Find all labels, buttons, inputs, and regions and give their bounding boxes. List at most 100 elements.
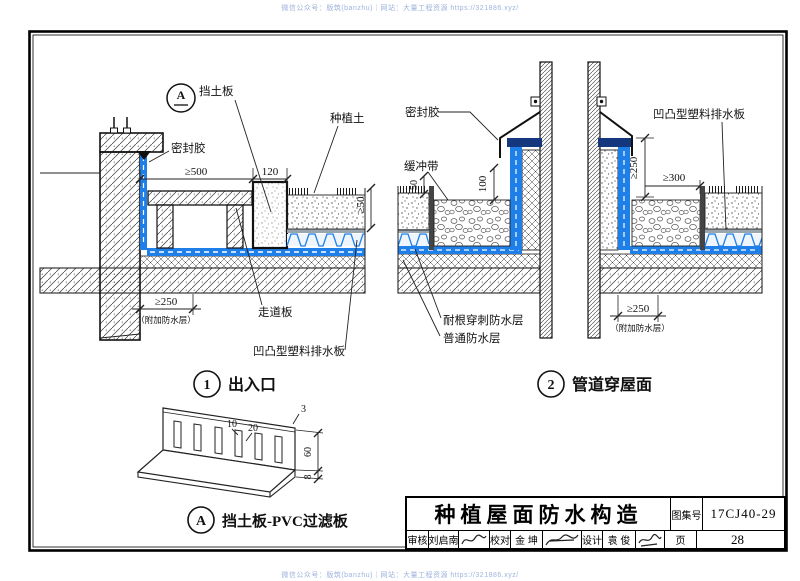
review-signature [458, 531, 489, 548]
parapet-wall [99, 151, 141, 341]
dim-300 [645, 180, 705, 194]
slots [173, 420, 283, 464]
dim-300-text: ≥300 [663, 172, 686, 184]
atlas-number-value: 17CJ40-29 [702, 498, 784, 530]
screed-right [599, 253, 763, 269]
atlas-number-label: 图集号 [670, 498, 702, 530]
dim-250-note: （附加防水层） [136, 315, 196, 325]
dim-250v [636, 133, 654, 202]
dim-250-bottom [132, 294, 201, 315]
dim-100 [489, 163, 499, 205]
signature-scribble [545, 533, 579, 545]
design-name: 袁 俊 [602, 531, 635, 548]
dim-50-text: ≥50 [355, 196, 367, 214]
soil-right [704, 192, 763, 230]
dim-500-120 [135, 168, 292, 186]
detail-1-entrance: A 挡土板 密封胶 种植土 走道板 凹凸型塑料排水板 ≥500 [39, 83, 376, 398]
detail-marker-a: A [166, 83, 196, 113]
roof-slab-right [599, 267, 763, 294]
dim-250-text: ≥250 [155, 296, 178, 308]
dim-250-bottom-2 [610, 295, 666, 322]
caption-detail-a: A 挡土板-PVC过滤板 [187, 506, 349, 534]
design-signature [635, 531, 664, 548]
review-name: 刘启南 [428, 531, 458, 548]
grass-tuft [736, 186, 758, 193]
drainage-board-left [397, 233, 430, 247]
dim-250v-text: ≥250 [628, 156, 640, 179]
dim-250-2-text: ≥250 [627, 303, 650, 315]
title-block-row1: 种植屋面防水构造 图集号 17CJ40-29 [407, 498, 784, 531]
screed-layer [139, 255, 366, 269]
roof-slab [39, 267, 366, 294]
detail-marker-letter: A [177, 88, 186, 102]
waterproof-membrane [147, 248, 365, 256]
design-label: 设计 [581, 531, 602, 548]
label-ordinary-layer: 普通防水层 [443, 331, 501, 345]
railing-posts [110, 117, 131, 134]
grass-tuft [707, 186, 727, 193]
caption-detail-1: 1 出入口 [193, 370, 276, 398]
label-walkway: 走道板 [258, 305, 293, 319]
gravel-buffer-left [433, 199, 511, 247]
dim-50 [366, 183, 376, 233]
detail-2-pipe: 密封胶 缓冲带 耐根穿刺防水层 普通防水层 凹凸型塑料排水板 50 100 [397, 61, 763, 398]
hood-clamps [530, 96, 607, 107]
grass-tuft [336, 188, 358, 195]
check-signature [542, 531, 581, 548]
page-number: 28 [696, 531, 778, 548]
grass-tuft [399, 186, 427, 193]
dim-120-text: 120 [262, 166, 279, 178]
detail-1-title: 出入口 [228, 375, 276, 394]
watermark-top: 微信公众号：版筑(banzhu)｜网站：大量工程资源 https://32188… [281, 5, 519, 12]
dim-500-text: ≥500 [185, 166, 208, 178]
label-retaining-board: 挡土板 [199, 84, 234, 98]
label-drainage-board: 凹凸型塑料排水板 [253, 344, 345, 358]
dim-250-2-note: （附加防水层） [610, 323, 670, 333]
rain-hood-left [499, 111, 541, 158]
label-sealant: 密封胶 [171, 141, 206, 155]
check-name: 金 坤 [510, 531, 542, 548]
roof-slab-left [397, 267, 541, 294]
rain-hood-right [599, 111, 633, 156]
dim-50-2 [419, 171, 429, 199]
detail-a-title: 挡土板-PVC过滤板 [222, 512, 349, 530]
dimA-3-text: 3 [301, 404, 306, 415]
coping [99, 132, 164, 153]
title-block: 种植屋面防水构造 图集号 17CJ40-29 审核 刘启南 校对 金 坤 设计 … [405, 496, 786, 550]
review-label: 审核 [407, 536, 428, 547]
grass-tuft [289, 188, 309, 195]
label-sealant-2: 密封胶 [405, 105, 440, 119]
pipe-collar-left [507, 138, 542, 251]
page-label: 页 [664, 531, 696, 548]
watermark-bottom: 微信公众号：版筑(banzhu)｜网站：大量工程资源 https://32188… [281, 572, 519, 579]
title-block-row2: 审核 刘启南 校对 金 坤 设计 袁 俊 页 28 [407, 531, 784, 548]
planting-soil [286, 194, 366, 230]
detail-2-number: 2 [548, 378, 555, 393]
detail-a-letter: A [196, 514, 207, 529]
dimA-right [295, 428, 324, 484]
detail-1-number: 1 [204, 378, 211, 393]
dimA-20-text: 20 [248, 423, 258, 434]
filter-board-right [700, 186, 705, 250]
dimA-60-text: 60 [303, 447, 314, 457]
drainage-board [286, 233, 365, 247]
caption-detail-2: 2 管道穿屋面 [537, 370, 652, 398]
retaining-block [251, 180, 289, 250]
detail-2-title: 管道穿屋面 [572, 375, 652, 394]
signature-scribble [638, 533, 662, 547]
pipe-collar-right [598, 138, 632, 251]
filter-board-left [429, 186, 434, 250]
label-buffer-strip: 缓冲带 [404, 159, 439, 173]
drainage-board-right [704, 233, 763, 247]
walkway-slab [147, 190, 253, 249]
dim-100-text: 100 [477, 175, 489, 192]
label-drainage-board-2: 凹凸型塑料排水板 [653, 107, 745, 121]
label-planting-soil: 种植土 [330, 111, 365, 125]
signature-scribble [461, 534, 487, 544]
wall-break [99, 333, 141, 339]
pipe-wall-left [539, 61, 553, 339]
dimA-8-text: 8 [303, 475, 314, 480]
check-label: 校对 [489, 531, 510, 548]
